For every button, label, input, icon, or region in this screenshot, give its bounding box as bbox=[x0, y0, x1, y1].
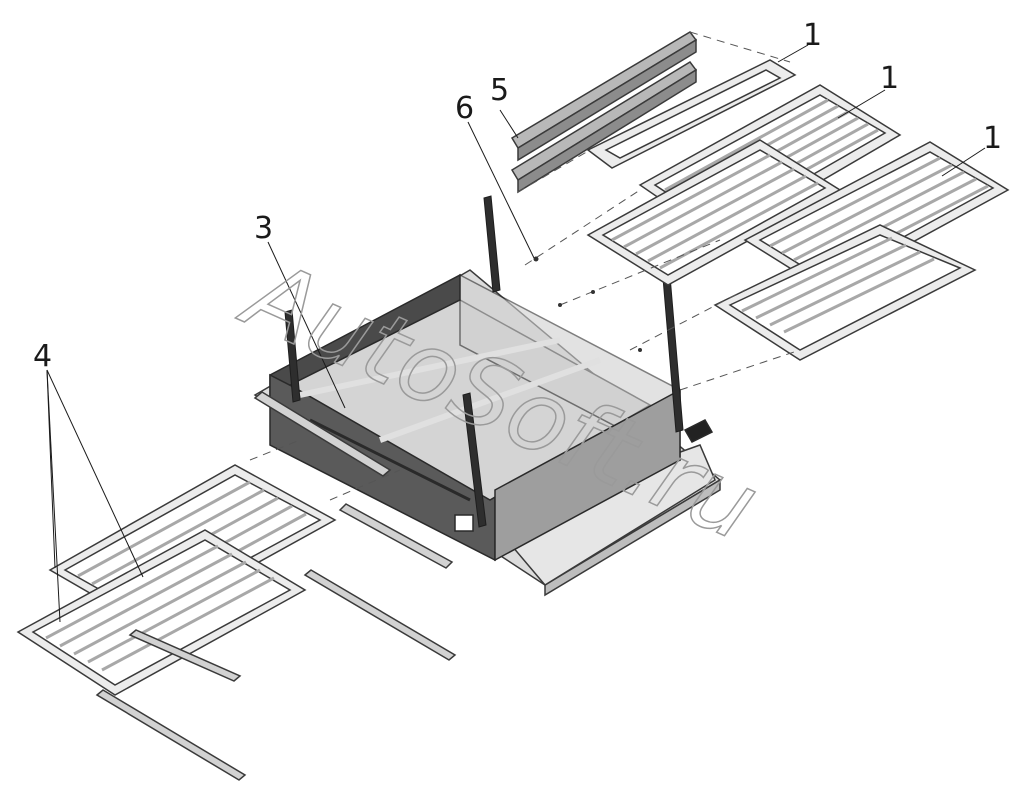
side-rails bbox=[510, 31, 698, 194]
frame-narrow bbox=[586, 59, 797, 169]
callout-3-base: 3 bbox=[254, 211, 273, 246]
loose-bars bbox=[95, 391, 457, 781]
callout-1-right-frame: 1 bbox=[983, 121, 1002, 156]
frame-large-d bbox=[713, 224, 977, 361]
fasteners bbox=[533, 256, 642, 352]
assembly-guide-lines bbox=[249, 31, 801, 501]
callout-6-fastener: 6 bbox=[455, 91, 474, 126]
callout-5-rails: 5 bbox=[490, 73, 509, 108]
callout-1-narrow-frame: 1 bbox=[803, 18, 822, 53]
callout-1-large-frame: 1 bbox=[880, 61, 899, 96]
frame-large-b bbox=[586, 139, 842, 286]
callout-4-side-frames: 4 bbox=[33, 339, 52, 374]
leader-lines bbox=[46, 44, 986, 623]
support-posts bbox=[284, 195, 684, 528]
side-frame-lower bbox=[16, 529, 307, 696]
